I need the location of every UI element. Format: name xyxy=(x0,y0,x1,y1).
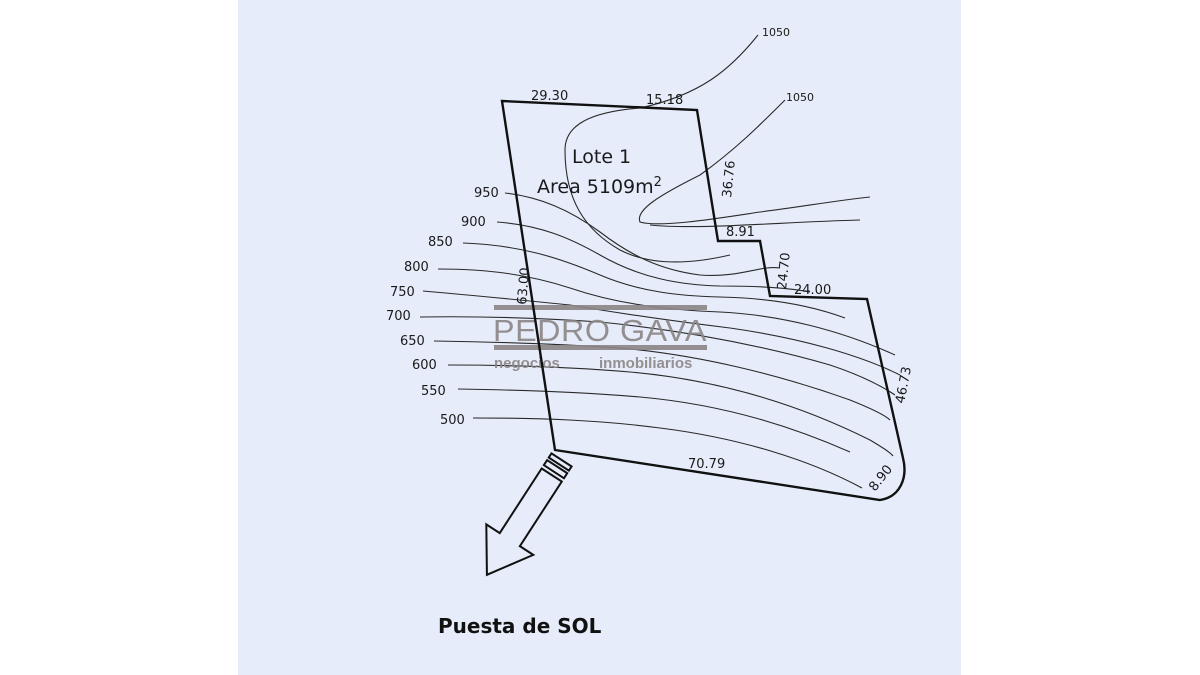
contour-label-950: 950 xyxy=(474,186,499,201)
contour-750 xyxy=(422,290,901,376)
lot-boundary xyxy=(500,99,906,502)
contour-950 xyxy=(504,192,781,277)
contour-550 xyxy=(457,388,851,453)
contour-600 xyxy=(447,364,894,457)
arrow-body xyxy=(485,467,564,577)
contour-lines xyxy=(419,34,901,489)
lot-area: Area 5109m2 xyxy=(537,175,662,198)
lot-name: Lote 1 xyxy=(572,146,631,168)
contour-850 xyxy=(462,242,846,319)
dim-right-upper: 36.76 xyxy=(720,160,739,199)
contour-label-500: 500 xyxy=(440,413,465,428)
watermark-brand: PEDRO GAVA xyxy=(493,313,707,348)
watermark: PEDRO GAVA negocios inmobiliarios xyxy=(493,305,707,372)
contour-label-750: 750 xyxy=(390,285,415,300)
paper-background xyxy=(238,0,961,675)
dim-top-right: 15.18 xyxy=(646,93,683,108)
dim-bottom: 70.79 xyxy=(688,457,725,472)
watermark-tagline-left: negocios xyxy=(494,355,560,372)
dim-step-horizontal: 8.91 xyxy=(726,225,755,240)
contour-label-900: 900 xyxy=(461,215,486,230)
contour-700 xyxy=(419,316,896,396)
contour-label-800: 800 xyxy=(404,260,429,275)
contour-1050-b xyxy=(638,99,871,225)
dim-right-lower: 46.73 xyxy=(893,365,915,404)
contour-label-850: 850 xyxy=(428,235,453,250)
contour-label-600: 600 xyxy=(412,358,437,373)
contour-label-550: 550 xyxy=(421,384,446,399)
dim-left: 63.00 xyxy=(515,267,533,305)
contour-label-1050-a: 1050 xyxy=(762,26,790,39)
contour-1050-c xyxy=(649,219,861,228)
watermark-tagline-right: inmobiliarios xyxy=(599,355,692,372)
contour-label-650: 650 xyxy=(400,334,425,349)
dim-step-vertical: 24.70 xyxy=(775,252,794,291)
contour-1050-a xyxy=(564,34,759,263)
dim-corner: 8.90 xyxy=(866,462,896,494)
direction-label: Puesta de SOL xyxy=(438,614,602,638)
contour-500 xyxy=(472,417,863,489)
dim-top-left: 29.30 xyxy=(531,89,568,104)
watermark-top-bar xyxy=(494,305,707,310)
lot-area-value: Area 5109m xyxy=(537,176,654,198)
watermark-bottom-bar xyxy=(494,345,707,350)
contour-label-700: 700 xyxy=(386,309,411,324)
contour-label-1050-b: 1050 xyxy=(786,91,814,104)
lot-area-superscript: 2 xyxy=(654,175,662,190)
dim-right-shelf: 24.00 xyxy=(794,283,831,298)
sunset-arrow-icon xyxy=(485,452,573,577)
arrow-stripe-2 xyxy=(542,458,569,480)
contour-650 xyxy=(433,340,891,421)
arrow-stripe-1 xyxy=(547,452,573,473)
